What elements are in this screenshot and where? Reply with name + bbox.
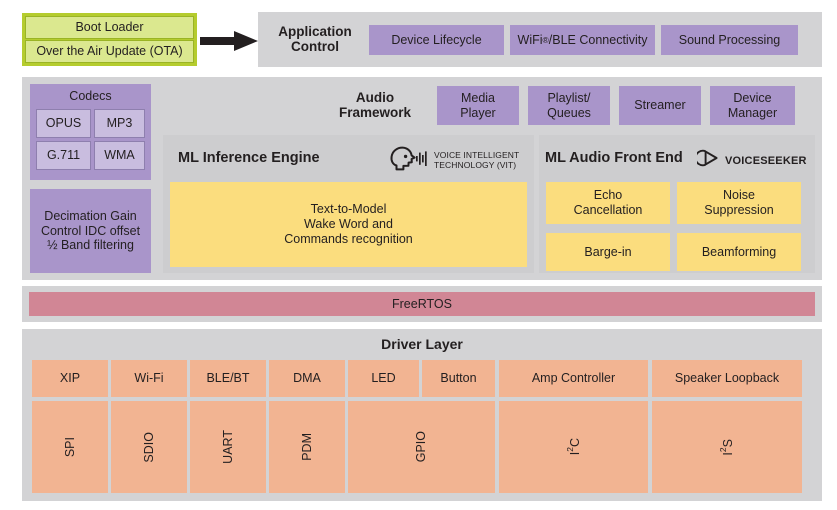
driver-spi-label: SPI xyxy=(62,436,77,458)
ml-inference-body-line2: Wake Word and xyxy=(304,217,393,232)
module-wifi-ble-connectivity: WiFi®/BLE Connectivity xyxy=(510,25,655,55)
voiceseeker-arc-triangle-icon xyxy=(694,149,721,172)
module-media-player: Media Player xyxy=(437,86,519,125)
boot-loader-group: Boot Loader Over the Air Update (OTA) xyxy=(22,13,197,66)
audio-framework-title: Audio Framework xyxy=(320,86,430,124)
codec-g711: G.711 xyxy=(36,141,91,170)
application-control-title-line2: Control xyxy=(291,39,339,54)
ml-inference-body-line1: Text-to-Model xyxy=(310,202,387,217)
module-echo-cancellation-line2: Cancellation xyxy=(573,203,643,217)
driver-i2c-label: I2C xyxy=(564,438,582,456)
audio-framework-title-line2: Framework xyxy=(338,105,412,120)
ml-inference-engine-title: ML Inference Engine xyxy=(178,149,320,166)
driver-speaker-loopback: Speaker Loopback xyxy=(652,360,802,397)
module-playlist-queues-line1: Playlist/ xyxy=(547,90,591,105)
driver-i2s-label: I2S xyxy=(718,438,736,456)
module-device-manager-line2: Manager xyxy=(727,105,778,120)
decimation-line3: ½ Band filtering xyxy=(47,238,134,253)
head-profile-soundwave-icon xyxy=(390,145,430,176)
codec-wma: WMA xyxy=(94,141,145,170)
module-sound-processing: Sound Processing xyxy=(661,25,798,55)
module-noise-suppression: Noise Suppression xyxy=(677,182,801,224)
decimation-line2: Control IDC offset xyxy=(40,223,141,238)
driver-uart: UART xyxy=(190,401,266,493)
driver-xip: XIP xyxy=(32,360,108,397)
decimation-line1: Decimation Gain xyxy=(44,208,137,223)
driver-uart-label: UART xyxy=(220,430,235,464)
module-noise-suppression-line1: Noise xyxy=(723,188,755,203)
ota-update-box: Over the Air Update (OTA) xyxy=(25,40,194,63)
driver-spi: SPI xyxy=(32,401,108,493)
vit-logo-text-line2: TECHNOLOGY (VIT) xyxy=(434,159,517,170)
codecs-title: Codecs xyxy=(69,88,112,103)
decimation-block: Decimation Gain Control IDC offset ½ Ban… xyxy=(30,189,151,273)
module-device-manager-line1: Device xyxy=(733,90,772,105)
codec-opus: OPUS xyxy=(36,109,91,138)
module-noise-suppression-line2: Suppression xyxy=(704,203,774,217)
driver-wifi: Wi-Fi xyxy=(111,360,187,397)
module-echo-cancellation: Echo Cancellation xyxy=(546,182,670,224)
voiceseeker-logo-text: VOICESEEKER xyxy=(725,154,807,167)
driver-i2s: I2S xyxy=(652,401,802,493)
driver-pdm: PDM xyxy=(269,401,345,493)
module-device-lifecycle: Device Lifecycle xyxy=(369,25,504,55)
module-beamforming: Beamforming xyxy=(677,233,801,271)
voiceseeker-logo: VOICESEEKER xyxy=(694,149,807,172)
module-playlist-queues-line2: Queues xyxy=(547,105,591,120)
module-barge-in: Barge-in xyxy=(546,233,670,271)
driver-layer-title: Driver Layer xyxy=(381,336,463,353)
rtos-bar: FreeRTOS xyxy=(29,292,815,316)
module-device-manager: Device Manager xyxy=(710,86,795,125)
driver-sdio: SDIO xyxy=(111,401,187,493)
module-media-player-line2: Player xyxy=(460,105,496,120)
vit-logo-text-line1: VOICE INTELLIGENT xyxy=(434,149,520,160)
audio-framework-title-line1: Audio xyxy=(355,89,395,105)
driver-amp-controller: Amp Controller xyxy=(499,360,648,397)
module-media-player-line1: Media xyxy=(460,90,496,105)
vit-logo-text: VOICE INTELLIGENT TECHNOLOGY (VIT) xyxy=(434,149,520,171)
driver-button: Button xyxy=(422,360,495,397)
driver-dma: DMA xyxy=(269,360,345,397)
driver-pdm-label: PDM xyxy=(299,433,314,461)
ml-audio-front-end-title: ML Audio Front End xyxy=(545,149,683,166)
driver-sdio-label: SDIO xyxy=(141,431,156,463)
driver-gpio-label: GPIO xyxy=(414,431,429,463)
module-echo-cancellation-line1: Echo xyxy=(593,188,623,203)
vit-logo: VOICE INTELLIGENT TECHNOLOGY (VIT) xyxy=(390,145,519,176)
driver-i2c: I2C xyxy=(499,401,648,493)
module-playlist-queues: Playlist/ Queues xyxy=(528,86,610,125)
boot-loader-box: Boot Loader xyxy=(25,16,194,39)
driver-led: LED xyxy=(348,360,419,397)
ml-inference-body-line3: Commands recognition xyxy=(284,231,413,246)
driver-ble-bt: BLE/BT xyxy=(190,360,266,397)
ml-inference-body: Text-to-Model Wake Word and Commands rec… xyxy=(170,182,527,267)
driver-gpio: GPIO xyxy=(348,401,495,493)
application-control-title: Application Control xyxy=(266,20,364,58)
arrow-right-icon xyxy=(200,31,258,51)
module-streamer: Streamer xyxy=(619,86,701,125)
application-control-title-line1: Application xyxy=(278,23,352,39)
codec-mp3: MP3 xyxy=(94,109,145,138)
